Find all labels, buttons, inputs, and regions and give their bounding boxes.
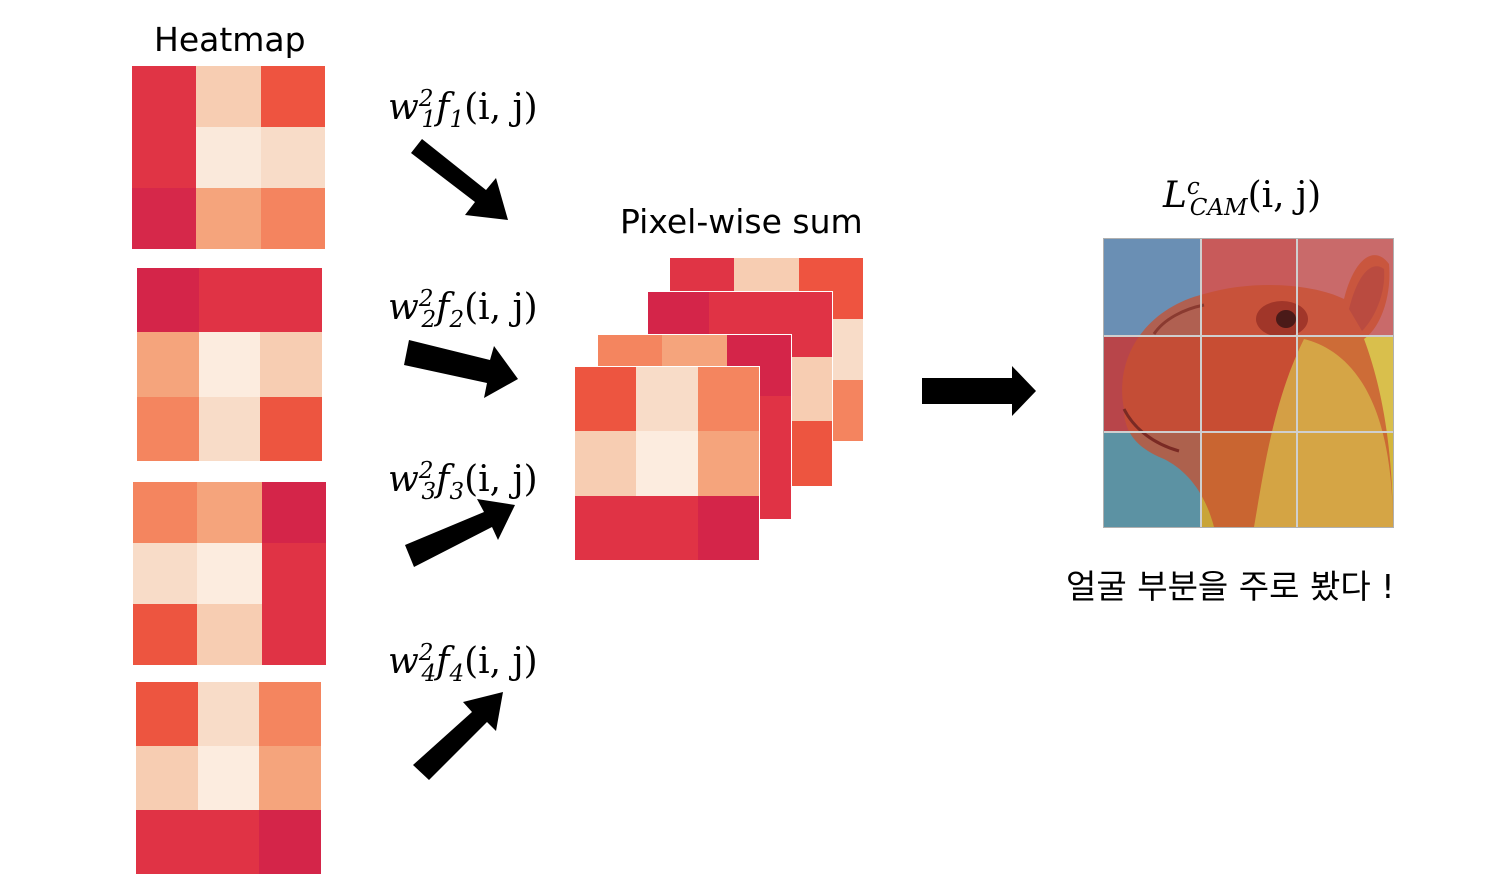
heatmap-cell (197, 810, 260, 874)
heatmap-cell (697, 367, 759, 432)
grid-line (1104, 335, 1393, 337)
heatmap-cell (197, 746, 260, 810)
heatmap-2 (137, 268, 322, 461)
heatmap-cell (198, 396, 261, 461)
stack-layer-4 (575, 367, 759, 560)
weight-label-4: w24f4(i, j) (388, 640, 538, 688)
heatmap-cell (198, 332, 261, 397)
weight-label-2: w22f2(i, j) (388, 286, 538, 334)
heatmap-cell (575, 495, 637, 560)
heatmap-4 (136, 682, 321, 874)
heatmap-cell (133, 543, 198, 604)
arrow-icon-1 (411, 139, 508, 220)
heatmap-cell (261, 543, 326, 604)
animal-face-illustration (1104, 239, 1393, 527)
weight-label-3: w23f3(i, j) (388, 458, 538, 506)
heatmap-cell (136, 682, 198, 746)
grid-line (1104, 431, 1393, 433)
heatmap-cell (137, 396, 199, 461)
heatmap-cell (133, 482, 198, 543)
arrow-icon-5 (922, 366, 1036, 416)
heatmap-cell (198, 268, 261, 333)
heatmap-cell (260, 188, 325, 249)
heatmap-cell (197, 682, 260, 746)
heatmap-cell (575, 431, 637, 496)
heatmap-cell (132, 66, 197, 127)
heatmap-cell (575, 367, 637, 432)
heatmap-cell (137, 332, 199, 397)
heatmap-cell (196, 127, 261, 188)
sum-label: Pixel-wise sum (620, 202, 863, 241)
heatmap-cell (636, 367, 698, 432)
cam-overlay-image (1103, 238, 1394, 528)
heatmap-cell (136, 746, 198, 810)
heatmap-cell (260, 332, 322, 397)
heatmap-cell (260, 127, 325, 188)
cam-caption: 얼굴 부분을 주로 봤다 ! (1066, 567, 1395, 606)
heatmap-cell (261, 482, 326, 543)
heatmap-cell (260, 268, 322, 333)
arrow-icon-3 (405, 499, 515, 567)
heatmap-cell (197, 604, 262, 665)
heatmap-cell (196, 188, 261, 249)
heatmap-3 (133, 482, 326, 665)
heatmap-cell (259, 746, 321, 810)
heatmap-cell (137, 268, 199, 333)
heatmap-cell (636, 431, 698, 496)
weight-label-1: w21f1(i, j) (388, 86, 538, 134)
arrow-icon-4 (413, 692, 503, 780)
heatmap-cell (259, 810, 321, 874)
grid-line (1296, 239, 1298, 527)
heatmap-cell (636, 495, 698, 560)
heatmap-cell (133, 604, 198, 665)
heatmap-cell (261, 604, 326, 665)
heatmap-cell (260, 396, 322, 461)
heatmap-cell (197, 482, 262, 543)
heatmap-cell (132, 188, 197, 249)
heatmap-cell (136, 810, 198, 874)
heatmap-title: Heatmap (154, 20, 306, 59)
heatmap-cell (697, 431, 759, 496)
arrow-icon-2 (404, 340, 518, 398)
heatmap-cell (196, 66, 261, 127)
heatmap-cell (259, 682, 321, 746)
heatmap-1 (132, 66, 325, 249)
heatmap-cell (197, 543, 262, 604)
heatmap-cell (260, 66, 325, 127)
cam-label: LcCAM(i, j) (1163, 174, 1322, 222)
heatmap-cell (697, 495, 759, 560)
grid-line (1200, 239, 1202, 527)
heatmap-cell (132, 127, 197, 188)
